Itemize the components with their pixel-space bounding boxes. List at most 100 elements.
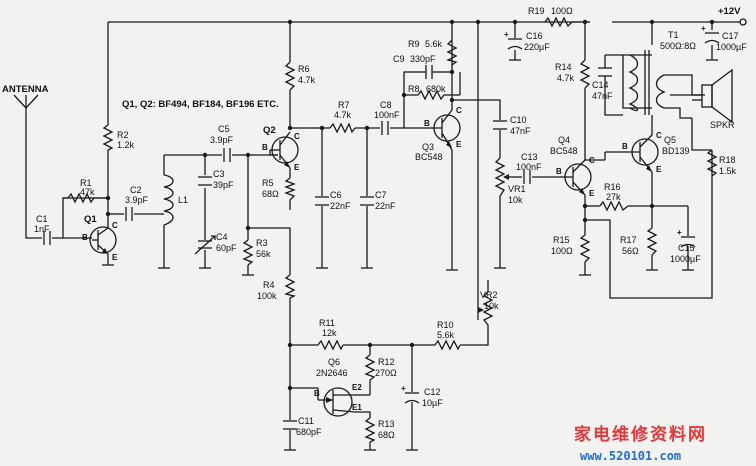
pin-Q1-c: C	[112, 221, 118, 230]
label-VR1-value: 10k	[508, 195, 523, 205]
label-C8-ref: C8	[380, 100, 392, 110]
label-C4-value: 60pF	[216, 243, 237, 253]
capacitor-C8	[381, 121, 389, 135]
capacitor-C7	[360, 196, 374, 206]
label-C15-value: 1000µF	[670, 254, 701, 264]
label-C5-ref: C5	[218, 124, 230, 134]
capacitor-C4	[194, 235, 216, 255]
pin-Q2-e: E	[294, 163, 300, 172]
transformer-T1	[628, 50, 693, 119]
ujt-Q6	[317, 387, 356, 417]
label-R12-value: 270Ω	[375, 368, 397, 378]
label-C8-value: 100nF	[374, 110, 400, 120]
svg-text:+: +	[504, 30, 509, 39]
capacitor-C6	[315, 196, 329, 206]
label-R7-ref: R7	[338, 100, 350, 110]
label-C1-ref: C1	[36, 214, 48, 224]
transistor-Q5	[604, 134, 659, 173]
label-C13-value: 100nF	[516, 162, 542, 172]
label-Q1-ref: Q1	[84, 214, 97, 225]
label-R18-ref: R18	[719, 155, 736, 165]
watermark-line1: 家电维修资料网	[574, 424, 707, 445]
supply-terminal	[739, 18, 747, 26]
label-C5-value: 3.9pF	[210, 135, 234, 145]
label-VR2-value: 10k	[484, 301, 499, 311]
pin-Q3-c: C	[456, 106, 462, 115]
label-R12-ref: R12	[378, 357, 395, 367]
capacitors: + + + +	[43, 24, 720, 430]
resistor-R13	[364, 417, 376, 443]
capacitor-C12: +	[401, 384, 420, 404]
label-R2-ref: R2	[117, 130, 129, 140]
label-R11-value: 12k	[322, 328, 337, 338]
label-C4-ref: C4	[216, 232, 228, 242]
capacitor-C15: +	[677, 228, 696, 248]
label-C16-value: 220µF	[524, 42, 550, 52]
resistor-R14	[579, 59, 591, 89]
pin-Q1-e: E	[112, 253, 118, 262]
transistor-Q3	[430, 109, 461, 151]
resistor-R8	[417, 89, 447, 101]
label-R13-value: 68Ω	[378, 430, 395, 440]
label-C1-value: 1nF	[34, 224, 50, 234]
label-R14-ref: R14	[555, 62, 572, 72]
pin-Q6-e2: E2	[352, 383, 362, 392]
label-L1-ref: L1	[178, 195, 188, 205]
transistor-Q4	[560, 159, 592, 196]
resistor-R17	[646, 227, 658, 256]
label-R4-ref: R4	[263, 280, 275, 290]
label-R16-value: 27k	[606, 192, 621, 202]
speaker-SPKR	[692, 68, 733, 124]
label-R8-ref: R8	[408, 84, 420, 94]
label-R1-value: 47k	[80, 187, 95, 197]
label-R5-ref: R5	[262, 178, 274, 188]
label-R3-value: 56k	[256, 249, 271, 259]
label-C10-value: 47nF	[510, 126, 531, 136]
resistor-R4	[284, 274, 296, 299]
label-C17-value: 1000µF	[716, 42, 747, 52]
svg-text:+: +	[677, 228, 682, 237]
label-R9-value: 5.6k	[425, 39, 443, 49]
label-C11-value: 680pF	[296, 427, 322, 437]
label-C14-value: 47nF	[592, 91, 613, 101]
label-C11-ref: C11	[298, 416, 314, 426]
capacitor-C11	[283, 420, 297, 430]
transistor-Q1	[89, 226, 117, 255]
label-C2-ref: C2	[130, 185, 142, 195]
resistor-R1	[67, 192, 108, 204]
resistor-R18	[706, 149, 718, 177]
label-R16-ref: R16	[604, 182, 621, 192]
label-C3-value: 39pF	[213, 180, 234, 190]
label-Q5-value: BD139	[662, 146, 690, 156]
label-R10-value: 5.6k	[437, 330, 455, 340]
resistor-R15	[579, 234, 591, 263]
label-R9-ref: R9	[408, 39, 420, 49]
label-R17-ref: R17	[620, 235, 637, 245]
svg-text:+: +	[401, 384, 406, 393]
label-R19-value: 100Ω	[551, 6, 573, 16]
pin-Q4-b: B	[556, 167, 562, 176]
label-C3-ref: C3	[213, 169, 225, 179]
label-R4-value: 100k	[257, 291, 277, 301]
label-Q4-ref: Q4	[558, 135, 570, 145]
label-C9-ref: C9	[393, 54, 405, 64]
transistor-note: Q1, Q2: BF494, BF184, BF196 ETC.	[122, 99, 279, 110]
pin-Q4-e: E	[589, 189, 595, 198]
label-C6-ref: C6	[330, 190, 342, 200]
label-C14-ref: C14	[592, 80, 609, 90]
label-R17-value: 56Ω	[622, 246, 639, 256]
capacitor-C9	[415, 65, 442, 79]
label-C16-ref: C16	[526, 31, 543, 41]
label-R3-ref: R3	[256, 238, 268, 248]
capacitor-C16: +	[504, 30, 523, 50]
pin-Q1-b: B	[82, 233, 88, 242]
labels: +12V ANTENNA Q1, Q2: BF494, BF184, BF196…	[2, 6, 747, 440]
label-R6-value: 4.7k	[298, 75, 316, 85]
label-Q6-ref: Q6	[328, 357, 340, 367]
label-C9-value: 330pF	[410, 54, 436, 64]
resistor-R2	[102, 124, 114, 151]
watermark-line2: www.520101.com	[580, 449, 681, 463]
label-R15-ref: R15	[553, 235, 570, 245]
